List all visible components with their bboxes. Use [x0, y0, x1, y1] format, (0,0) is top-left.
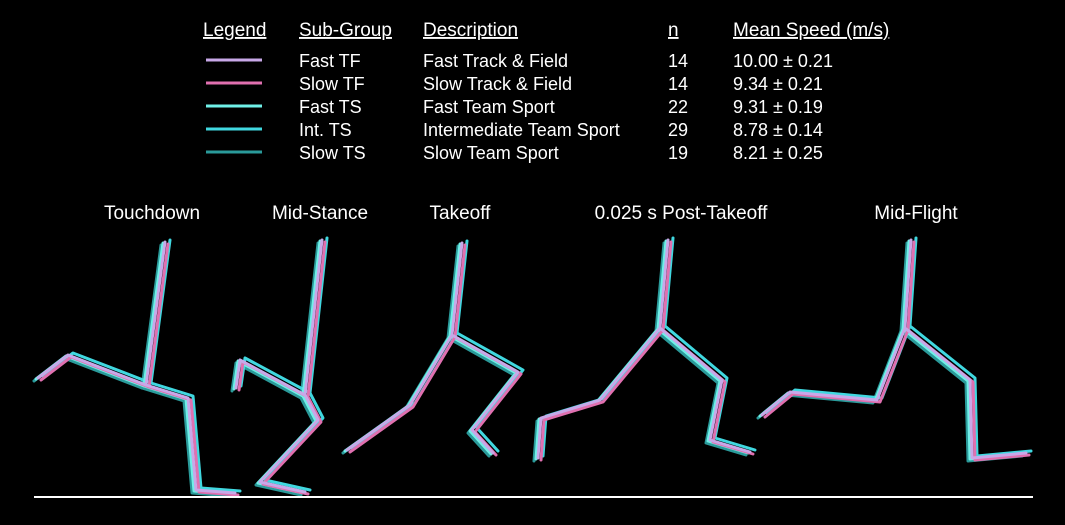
legend-row: Fast TS Fast Team Sport 22 9.31 ± 0.19 — [206, 97, 823, 117]
limb-segment-fast-tf — [760, 238, 913, 417]
phase-label-touchdown: Touchdown — [104, 203, 200, 224]
limb-segment-int-ts — [765, 236, 918, 415]
phase-label-takeoff: Takeoff — [430, 203, 492, 224]
legend-header-subgroup: Sub-Group — [299, 20, 392, 41]
limb-segment-fast-tf — [144, 383, 237, 495]
stick-figure-mid-flight — [756, 236, 1033, 463]
legend-row: Slow TS Slow Team Sport 19 8.21 ± 0.25 — [206, 143, 823, 163]
legend-n: 22 — [668, 97, 688, 117]
legend-n: 19 — [668, 143, 688, 163]
legend-subgroup: Fast TF — [299, 51, 361, 71]
legend-header-legend: Legend — [203, 20, 266, 41]
legend-n: 29 — [668, 120, 688, 140]
limb-segment-slow-ts — [140, 386, 233, 498]
stick-figure-mid-stance — [230, 236, 329, 497]
limb-segment-int-ts — [149, 381, 242, 493]
legend-subgroup: Slow TF — [299, 74, 365, 94]
legend-header-speed: Mean Speed (m/s) — [733, 20, 889, 41]
limb-segment-int-ts — [541, 236, 675, 458]
legend-header: Legend Sub-Group Description n Mean Spee… — [203, 20, 889, 41]
legend-header-n: n — [668, 20, 679, 41]
legend-row: Slow TF Slow Track & Field 14 9.34 ± 0.2… — [206, 74, 823, 94]
limb-segment-fast-tf — [450, 333, 520, 455]
limb-segment-slow-ts — [230, 241, 320, 400]
phase-label-mid-stance: Mid-Stance — [272, 203, 368, 224]
limb-segment-fast-tf — [903, 326, 1028, 460]
legend-speed: 8.78 ± 0.14 — [733, 120, 823, 140]
legend-description: Intermediate Team Sport — [423, 120, 620, 140]
stick-figures — [32, 236, 1033, 498]
limb-segment-fast-tf — [536, 238, 670, 460]
limb-segment-fast-tf — [658, 326, 752, 454]
legend-n: 14 — [668, 74, 688, 94]
legend-description: Slow Track & Field — [423, 74, 572, 94]
stick-figure-post-takeoff — [532, 236, 757, 463]
limb-segment-fast-tf — [345, 241, 464, 452]
limb-segment-fast-tf — [36, 240, 167, 387]
limb-segment-slow-ts — [654, 329, 748, 457]
legend-subgroup: Int. TS — [299, 120, 352, 140]
legend-header-description: Description — [423, 20, 518, 41]
limb-segment-slow-tf — [763, 240, 916, 419]
legend-subgroup: Slow TS — [299, 143, 366, 163]
stick-figure-takeoff — [341, 239, 525, 458]
legend-row: Fast TF Fast Track & Field 14 10.00 ± 0.… — [206, 51, 833, 71]
limb-segment-fast-ts — [656, 327, 750, 455]
limb-segment-int-ts — [908, 324, 1033, 458]
legend-row: Int. TS Intermediate Team Sport 29 8.78 … — [206, 120, 823, 140]
stick-figure-touchdown — [32, 238, 242, 498]
legend-subgroup: Fast TS — [299, 97, 362, 117]
limb-segment-slow-tf — [348, 243, 467, 454]
legend-description: Fast Track & Field — [423, 51, 568, 71]
limb-segment-fast-tf — [234, 238, 324, 397]
legend-description: Fast Team Sport — [423, 97, 555, 117]
limb-segment-slow-ts — [899, 329, 1024, 463]
legend-n: 14 — [668, 51, 688, 71]
legend-description: Slow Team Sport — [423, 143, 559, 163]
limb-segment-slow-tf — [539, 240, 673, 462]
legend-speed: 9.34 ± 0.21 — [733, 74, 823, 94]
legend-speed: 10.00 ± 0.21 — [733, 51, 833, 71]
legend-speed: 8.21 ± 0.25 — [733, 143, 823, 163]
limb-segment-fast-ts — [343, 242, 462, 453]
phase-label-post-takeoff: 0.025 s Post-Takeoff — [595, 203, 769, 224]
phase-label-mid-flight: Mid-Flight — [874, 203, 958, 224]
limb-segment-fast-tf — [258, 393, 320, 494]
legend-speed: 9.31 ± 0.19 — [733, 97, 823, 117]
